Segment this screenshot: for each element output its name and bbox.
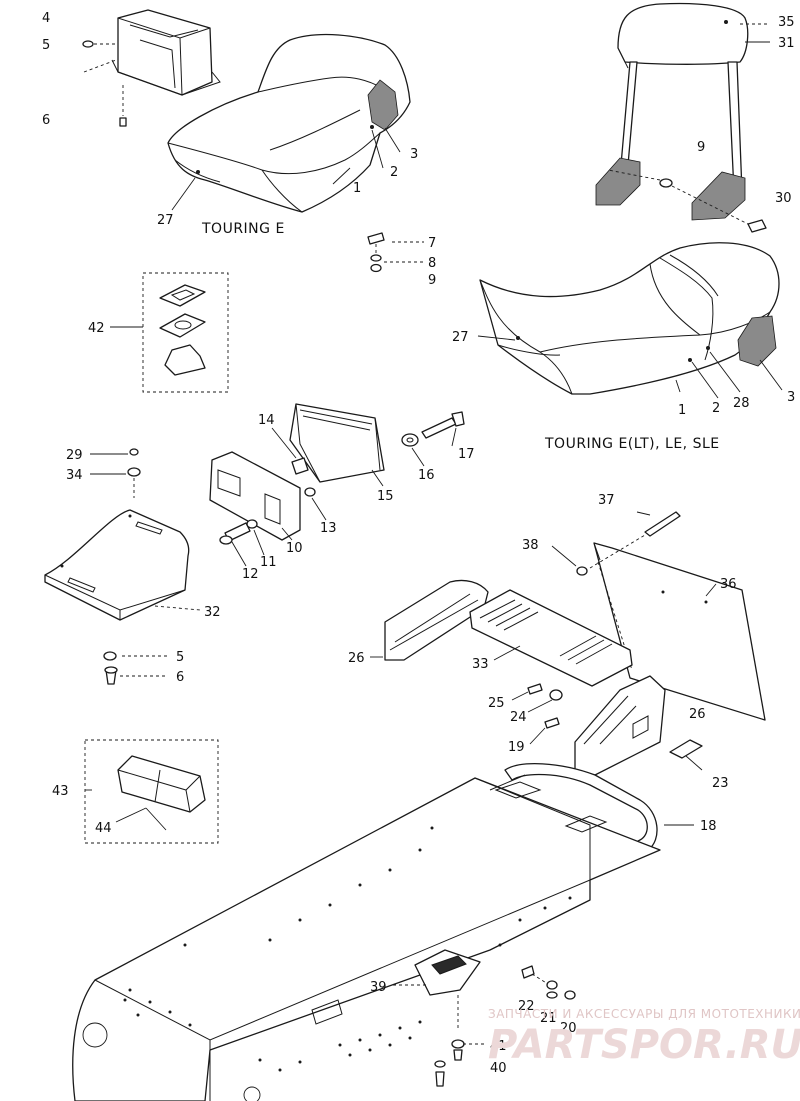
callout-11: 11 (260, 555, 277, 570)
fastener-5-6-bottom (103, 651, 118, 685)
backrest-bracket-right (691, 171, 746, 221)
tunnel-vent (431, 955, 467, 975)
callout-27-left: 27 (157, 213, 174, 228)
callout-33: 33 (472, 657, 489, 672)
callout-21: 21 (540, 1011, 557, 1026)
callout-6-bottom: 6 (176, 670, 184, 685)
callout-29: 29 (66, 448, 83, 463)
callout-44: 44 (95, 821, 112, 836)
callout-39: 39 (370, 980, 387, 995)
callout-32: 32 (204, 605, 221, 620)
seat-bracket (367, 79, 399, 131)
seat-base-box (111, 9, 221, 96)
callout-22: 22 (518, 999, 535, 1014)
callout-36: 36 (720, 577, 737, 592)
fastener-20-22 (521, 965, 576, 1000)
license-plate (576, 511, 766, 721)
callout-14: 14 (258, 413, 275, 428)
callout-7: 7 (428, 236, 436, 251)
callout-20: 20 (560, 1021, 577, 1036)
rear-cover (44, 509, 190, 621)
callout-24: 24 (510, 710, 527, 725)
fastener-40-41 (434, 995, 465, 1087)
fastener-7-8-9 (367, 232, 385, 273)
caption-touring-e: TOURING E (201, 221, 285, 237)
callout-28: 28 (733, 396, 750, 411)
callout-43: 43 (52, 784, 69, 799)
callout-17: 17 (458, 447, 475, 462)
fastener-29-34 (127, 448, 141, 498)
callout-1-left: 1 (353, 181, 361, 196)
callout-2-left: 2 (390, 165, 398, 180)
floor-panel (469, 589, 633, 687)
callout-3-right: 3 (787, 390, 795, 405)
callout-10: 10 (286, 541, 303, 556)
callout-34: 34 (66, 468, 83, 483)
callout-26-right: 26 (689, 707, 706, 722)
taillight-assembly (209, 403, 465, 545)
callout-3-left: 3 (410, 147, 418, 162)
leader-lines (85, 23, 783, 1045)
callout-12: 12 (242, 567, 259, 582)
callout-41: 41 (490, 1039, 507, 1054)
watermark-tagline: ЗАПЧАСТИ И АКСЕССУАРЫ ДЛЯ МОТОТЕХНИКИ (488, 1007, 800, 1021)
callout-37: 37 (598, 493, 615, 508)
seat-touring-variants (479, 242, 780, 395)
backrest-bracket-left (595, 157, 641, 206)
gasket-group (142, 272, 229, 393)
callout-2-right: 2 (712, 401, 720, 416)
callout-26-left: 26 (348, 651, 365, 666)
callout-6-top: 6 (42, 113, 50, 128)
grab-handle-left (384, 579, 489, 661)
caption-touring-variants: TOURING E(LT), LE, SLE (544, 436, 720, 452)
seat-touring-e (167, 33, 411, 213)
callout-5-bottom: 5 (176, 650, 184, 665)
callout-8: 8 (428, 256, 436, 271)
callout-9-top: 9 (697, 140, 705, 155)
callout-23: 23 (712, 776, 729, 791)
callout-9-mid: 9 (428, 273, 436, 288)
callout-38: 38 (522, 538, 539, 553)
grab-handle-right (527, 675, 703, 776)
callout-27-right: 27 (452, 330, 469, 345)
callout-35: 35 (778, 15, 795, 30)
watermark: ЗАПЧАСТИ И АКСЕССУАРЫ ДЛЯ МОТОТЕХНИКИ PA… (488, 1007, 800, 1068)
callout-31: 31 (778, 36, 795, 51)
watermark-brand: PARTSPOR.RU (488, 1022, 800, 1068)
chassis-tunnel (72, 774, 661, 1101)
battery-group (84, 739, 219, 844)
callout-40: 40 (490, 1061, 507, 1076)
callout-42: 42 (88, 321, 105, 336)
callout-5-top: 5 (42, 38, 50, 53)
callout-16: 16 (418, 468, 435, 483)
callout-1-right: 1 (678, 403, 686, 418)
seat-side-panel (737, 315, 777, 367)
callout-13: 13 (320, 521, 337, 536)
callout-4: 4 (42, 11, 50, 26)
callout-18: 18 (700, 819, 717, 834)
callout-numbers: 4 5 6 3 2 1 27 35 31 9 30 7 8 9 42 27 1 … (42, 11, 795, 1076)
callout-30: 30 (775, 191, 792, 206)
fastener-5-6-top (82, 40, 127, 127)
backrest (595, 2, 767, 233)
callout-19: 19 (508, 740, 525, 755)
callout-25: 25 (488, 696, 505, 711)
callout-15: 15 (377, 489, 394, 504)
